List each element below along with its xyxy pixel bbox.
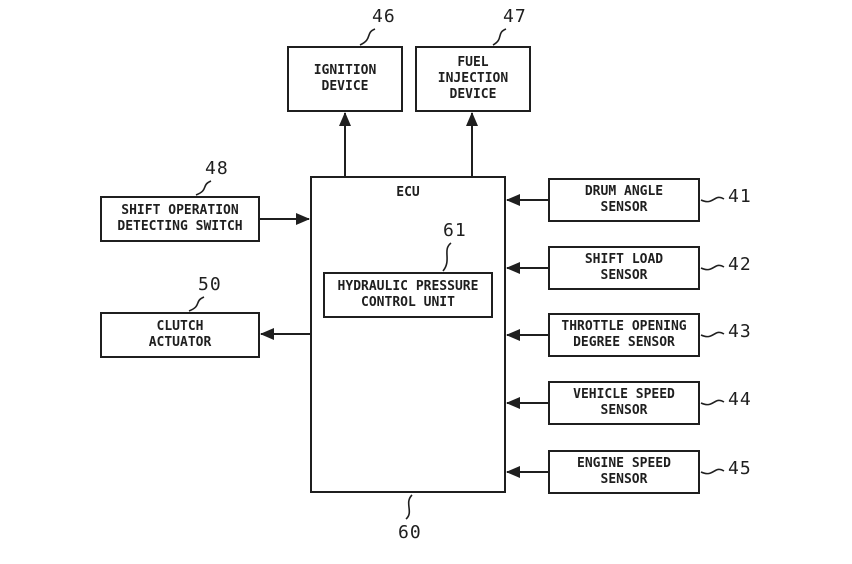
leader-44 <box>701 400 724 404</box>
box-engine-speed-sensor: ENGINE SPEED SENSOR <box>548 450 700 494</box>
ref-47: 47 <box>503 6 527 27</box>
leader-47 <box>493 29 506 45</box>
ref-43: 43 <box>728 321 752 342</box>
leader-48 <box>196 181 211 195</box>
ref-60: 60 <box>398 522 422 543</box>
ref-46: 46 <box>372 6 396 27</box>
leader-42 <box>701 265 724 269</box>
leader-50 <box>189 297 204 311</box>
leader-41 <box>701 197 724 201</box>
leader-43 <box>701 332 724 336</box>
ref-44: 44 <box>728 389 752 410</box>
leader-60 <box>406 495 412 519</box>
ref-41: 41 <box>728 186 752 207</box>
ref-48: 48 <box>205 158 229 179</box>
ref-45: 45 <box>728 458 752 479</box>
leader-45 <box>701 469 724 473</box>
box-vehicle-speed-sensor: VEHICLE SPEED SENSOR <box>548 381 700 425</box>
leader-46 <box>360 29 375 45</box>
box-shift-operation-detecting-switch: SHIFT OPERATION DETECTING SWITCH <box>100 196 260 242</box>
box-ignition-device: IGNITION DEVICE <box>287 46 403 112</box>
ref-42: 42 <box>728 254 752 275</box>
box-throttle-opening-degree-sensor: THROTTLE OPENING DEGREE SENSOR <box>548 313 700 357</box>
box-hydraulic-pressure-control-unit: HYDRAULIC PRESSURE CONTROL UNIT <box>323 272 493 318</box>
ref-50: 50 <box>198 274 222 295</box>
box-drum-angle-sensor: DRUM ANGLE SENSOR <box>548 178 700 222</box>
box-clutch-actuator: CLUTCH ACTUATOR <box>100 312 260 358</box>
box-fuel-injection-device: FUEL INJECTION DEVICE <box>415 46 531 112</box>
box-ecu: ECU <box>310 176 506 493</box>
ref-61: 61 <box>443 220 467 241</box>
box-shift-load-sensor: SHIFT LOAD SENSOR <box>548 246 700 290</box>
